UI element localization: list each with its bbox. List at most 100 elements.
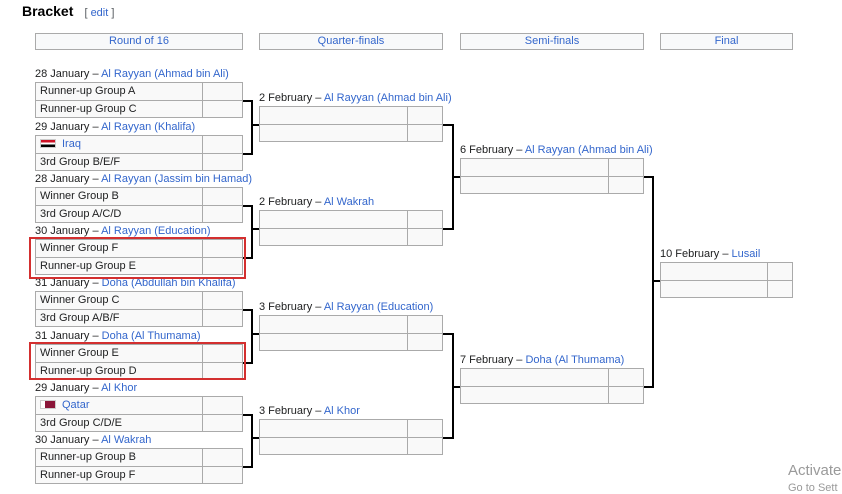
r16-match-7-venue-link[interactable]: Al Khor bbox=[101, 382, 138, 394]
qf-match-3-caption: 3 February – Al Rayyan (Education) bbox=[259, 300, 433, 314]
r16-match-6-venue-link[interactable]: Doha (Al Thumama) bbox=[101, 330, 201, 342]
r16-match-2-venue-link[interactable]: Al Rayyan (Khalifa) bbox=[101, 121, 196, 133]
r16-match-4-date: 30 January bbox=[35, 225, 90, 237]
final-match-row-divider bbox=[661, 280, 792, 281]
r16-match-6-row-divider bbox=[36, 362, 242, 363]
team-name: Runner-up Group C bbox=[40, 103, 137, 115]
qf-match-4-row-divider bbox=[260, 437, 442, 438]
r16-match-1-venue-link[interactable]: Al Rayyan (Ahmad bin Ali) bbox=[101, 68, 229, 80]
team-slot: Winner Group C bbox=[40, 292, 119, 309]
r16-match-3-venue-link[interactable]: Al Rayyan (Jassim bin Hamad) bbox=[101, 173, 253, 185]
r16-match-6-date: 31 January bbox=[35, 330, 90, 342]
r16-match-4-row-divider bbox=[36, 257, 242, 258]
bracket-connector bbox=[251, 333, 259, 335]
sf-match-2-box bbox=[460, 368, 644, 404]
qf-match-4-separator: – bbox=[312, 405, 324, 417]
bracket-connector bbox=[251, 124, 259, 126]
final-match-venue-link[interactable]: Lusail bbox=[731, 248, 761, 260]
r16-match-3-score-divider bbox=[202, 188, 203, 222]
r16-match-6-separator: – bbox=[89, 330, 102, 342]
team-name: Runner-up Group B bbox=[40, 451, 136, 463]
r16-match-4-score-divider bbox=[202, 240, 203, 274]
activation-watermark: Activate bbox=[788, 462, 842, 479]
r16-match-7-caption: 29 January – Al Khor bbox=[35, 381, 137, 395]
qf-match-2-venue-link[interactable]: Al Wakrah bbox=[323, 196, 375, 208]
r16-match-1-date: 28 January bbox=[35, 68, 90, 80]
r16-match-6-score-divider bbox=[202, 345, 203, 379]
qf-match-1-caption: 2 February – Al Rayyan (Ahmad bin Ali) bbox=[259, 91, 452, 105]
team-name: 3rd Group C/D/E bbox=[40, 417, 122, 429]
qf-match-1-date: 2 February bbox=[259, 92, 313, 104]
r16-match-5-venue-link[interactable]: Doha (Abdullah bin Khalifa) bbox=[101, 277, 236, 289]
r16-match-8-separator: – bbox=[89, 434, 102, 446]
bracket-connector bbox=[251, 100, 253, 155]
sf-match-2-venue-link[interactable]: Doha (Al Thumama) bbox=[525, 354, 625, 366]
bracket-connector bbox=[243, 100, 251, 102]
qf-match-2-caption: 2 February – Al Wakrah bbox=[259, 195, 374, 209]
team-slot: Winner Group F bbox=[40, 240, 118, 257]
team-slot: Qatar bbox=[40, 397, 90, 414]
qf-match-3-venue-link[interactable]: Al Rayyan (Education) bbox=[323, 301, 434, 313]
bracket-connector bbox=[243, 362, 251, 364]
r16-match-5-separator: – bbox=[89, 277, 102, 289]
final-match-caption: 10 February – Lusail bbox=[660, 247, 760, 261]
r16-match-5-date: 31 January bbox=[35, 277, 90, 289]
bracket-connector bbox=[251, 437, 259, 439]
r16-match-2-score-divider bbox=[202, 136, 203, 170]
r16-match-8-venue-link[interactable]: Al Wakrah bbox=[101, 434, 152, 446]
final-match-score-divider bbox=[767, 263, 768, 297]
sf-match-1-row-divider bbox=[461, 176, 643, 177]
bracket-connector bbox=[251, 414, 253, 468]
team-slot: Runner-up Group E bbox=[40, 258, 136, 275]
qf-match-1-separator: – bbox=[312, 92, 324, 104]
section-heading: Bracket [ edit ] bbox=[22, 3, 114, 19]
sf-match-2-separator: – bbox=[513, 354, 526, 366]
bracket-connector bbox=[251, 205, 253, 259]
qf-match-4-date: 3 February bbox=[259, 405, 313, 417]
team-slot: Runner-up Group D bbox=[40, 363, 137, 380]
round-header-final[interactable]: Final bbox=[660, 33, 793, 50]
team-slot: Iraq bbox=[40, 136, 81, 153]
team-link-iraq[interactable]: Iraq bbox=[62, 138, 81, 150]
r16-match-5-caption: 31 January – Doha (Abdullah bin Khalifa) bbox=[35, 276, 236, 290]
team-link-qatar[interactable]: Qatar bbox=[62, 399, 90, 411]
qf-match-4-venue-link[interactable]: Al Khor bbox=[323, 405, 360, 417]
bracket-connector bbox=[243, 309, 251, 311]
r16-match-1-box: Runner-up Group A Runner-up Group C bbox=[35, 82, 243, 118]
activation-watermark-sub: Go to Sett bbox=[788, 482, 838, 494]
sf-match-2-date: 7 February bbox=[460, 354, 514, 366]
r16-match-8-date: 30 January bbox=[35, 434, 90, 446]
round-header-round-of-16[interactable]: Round of 16 bbox=[35, 33, 243, 50]
sf-match-2-caption: 7 February – Doha (Al Thumama) bbox=[460, 353, 624, 367]
bracket-connector bbox=[443, 228, 452, 230]
qf-match-1-venue-link[interactable]: Al Rayyan (Ahmad bin Ali) bbox=[323, 92, 452, 104]
round-header-quarter-finals[interactable]: Quarter-finals bbox=[259, 33, 443, 50]
sf-match-1-box bbox=[460, 158, 644, 194]
round-header-semi-finals[interactable]: Semi-finals bbox=[460, 33, 644, 50]
qf-match-2-date: 2 February bbox=[259, 196, 313, 208]
bracket-connector bbox=[443, 124, 452, 126]
team-slot: Runner-up Group B bbox=[40, 449, 136, 466]
iraq-flag-icon bbox=[40, 139, 56, 148]
r16-match-4-venue-link[interactable]: Al Rayyan (Education) bbox=[101, 225, 211, 237]
bracket-connector bbox=[443, 437, 452, 439]
bracket-connector bbox=[251, 228, 259, 230]
sf-match-1-venue-link[interactable]: Al Rayyan (Ahmad bin Ali) bbox=[524, 144, 653, 156]
r16-match-2-separator: – bbox=[89, 121, 102, 133]
team-slot: Winner Group E bbox=[40, 345, 119, 362]
edit-link[interactable]: edit bbox=[90, 7, 109, 19]
r16-match-3-date: 28 January bbox=[35, 173, 90, 185]
qf-match-1-box bbox=[259, 106, 443, 142]
bracket-connector bbox=[644, 176, 652, 178]
bracket-connector bbox=[443, 333, 452, 335]
team-slot: Runner-up Group A bbox=[40, 83, 135, 100]
bracket-connector bbox=[251, 309, 253, 364]
page-title: Bracket bbox=[22, 3, 74, 19]
r16-match-5-row-divider bbox=[36, 309, 242, 310]
qf-match-3-box bbox=[259, 315, 443, 351]
r16-match-2-caption: 29 January – Al Rayyan (Khalifa) bbox=[35, 120, 195, 134]
r16-match-2-row-divider bbox=[36, 153, 242, 154]
